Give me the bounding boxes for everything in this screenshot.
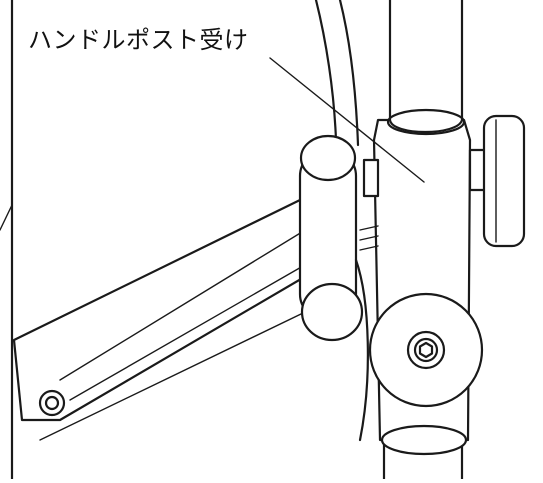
handle-post-lower-collar	[380, 424, 468, 456]
arm-lower-edge	[39, 299, 331, 441]
left-edge-line	[0, 204, 13, 231]
vertical-rod-bottom	[300, 282, 364, 342]
diagonal-arm	[12, 198, 342, 422]
background-tube-left-edge	[314, 0, 338, 142]
background-tube-right-edge	[338, 0, 360, 147]
handle-post-collar	[386, 108, 466, 136]
arm-end-bolt-outer	[38, 389, 66, 417]
arm-end-bolt-inner	[44, 395, 60, 411]
pivot-bolt-middle	[413, 337, 439, 363]
pivot-bolt-hex	[418, 341, 434, 359]
arm-inner-edge-2	[69, 261, 311, 401]
pivot-housing	[368, 292, 484, 408]
receiver-tab	[362, 158, 380, 198]
tension-knob	[482, 114, 526, 248]
callout-leader-line	[269, 57, 425, 183]
handle-post-upper	[388, 0, 464, 134]
hinge-curve	[354, 258, 369, 442]
vertical-rod-top	[299, 134, 357, 182]
arm-inner-edge-1	[59, 231, 303, 381]
hinge-lines	[359, 225, 379, 251]
callout-label: ハンドルポスト受け	[24, 24, 253, 56]
pivot-bolt-outer	[406, 330, 446, 370]
